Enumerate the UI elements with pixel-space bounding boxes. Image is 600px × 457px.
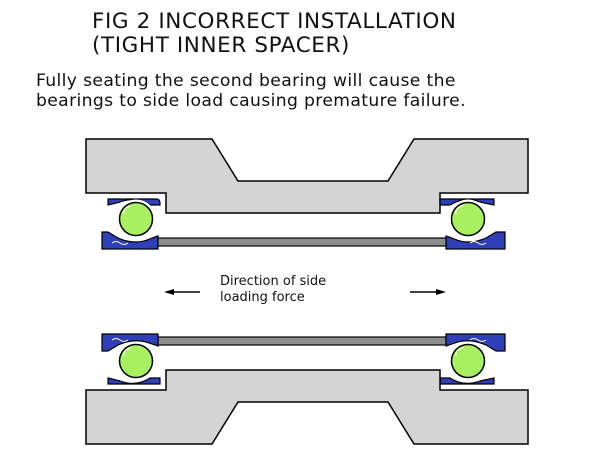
description-line-1: Fully seating the second bearing will ca… <box>36 71 456 91</box>
right-arrow-icon <box>436 289 446 295</box>
bottom-left-ball <box>115 340 157 382</box>
force-label-line-2: loading force <box>220 290 305 305</box>
bottom-assembly <box>85 333 529 445</box>
top-right-inner-race <box>445 231 506 250</box>
bottom-left-outer-race <box>107 377 161 385</box>
bottom-right-outer-race <box>439 377 495 385</box>
figure-subtitle: (TIGHT INNER SPACER) <box>92 33 351 58</box>
bottom-right-inner-race <box>445 333 506 352</box>
top-inner-spacer <box>157 237 447 247</box>
top-assembly <box>85 138 529 250</box>
side-load-indicator: Direction of side loading force <box>164 274 446 305</box>
bottom-right-ball <box>447 340 489 382</box>
description-line-2: bearings to side load causing premature … <box>36 91 466 111</box>
top-left-outer-race <box>107 198 161 206</box>
top-housing <box>85 138 529 214</box>
left-arrow-icon <box>164 289 174 295</box>
figure-title: FIG 2 INCORRECT INSTALLATION <box>92 9 457 34</box>
top-left-ball <box>115 198 157 240</box>
bottom-inner-spacer <box>157 336 447 346</box>
bottom-housing <box>85 369 529 445</box>
top-right-ball <box>447 198 489 240</box>
force-label-line-1: Direction of side <box>220 274 326 289</box>
